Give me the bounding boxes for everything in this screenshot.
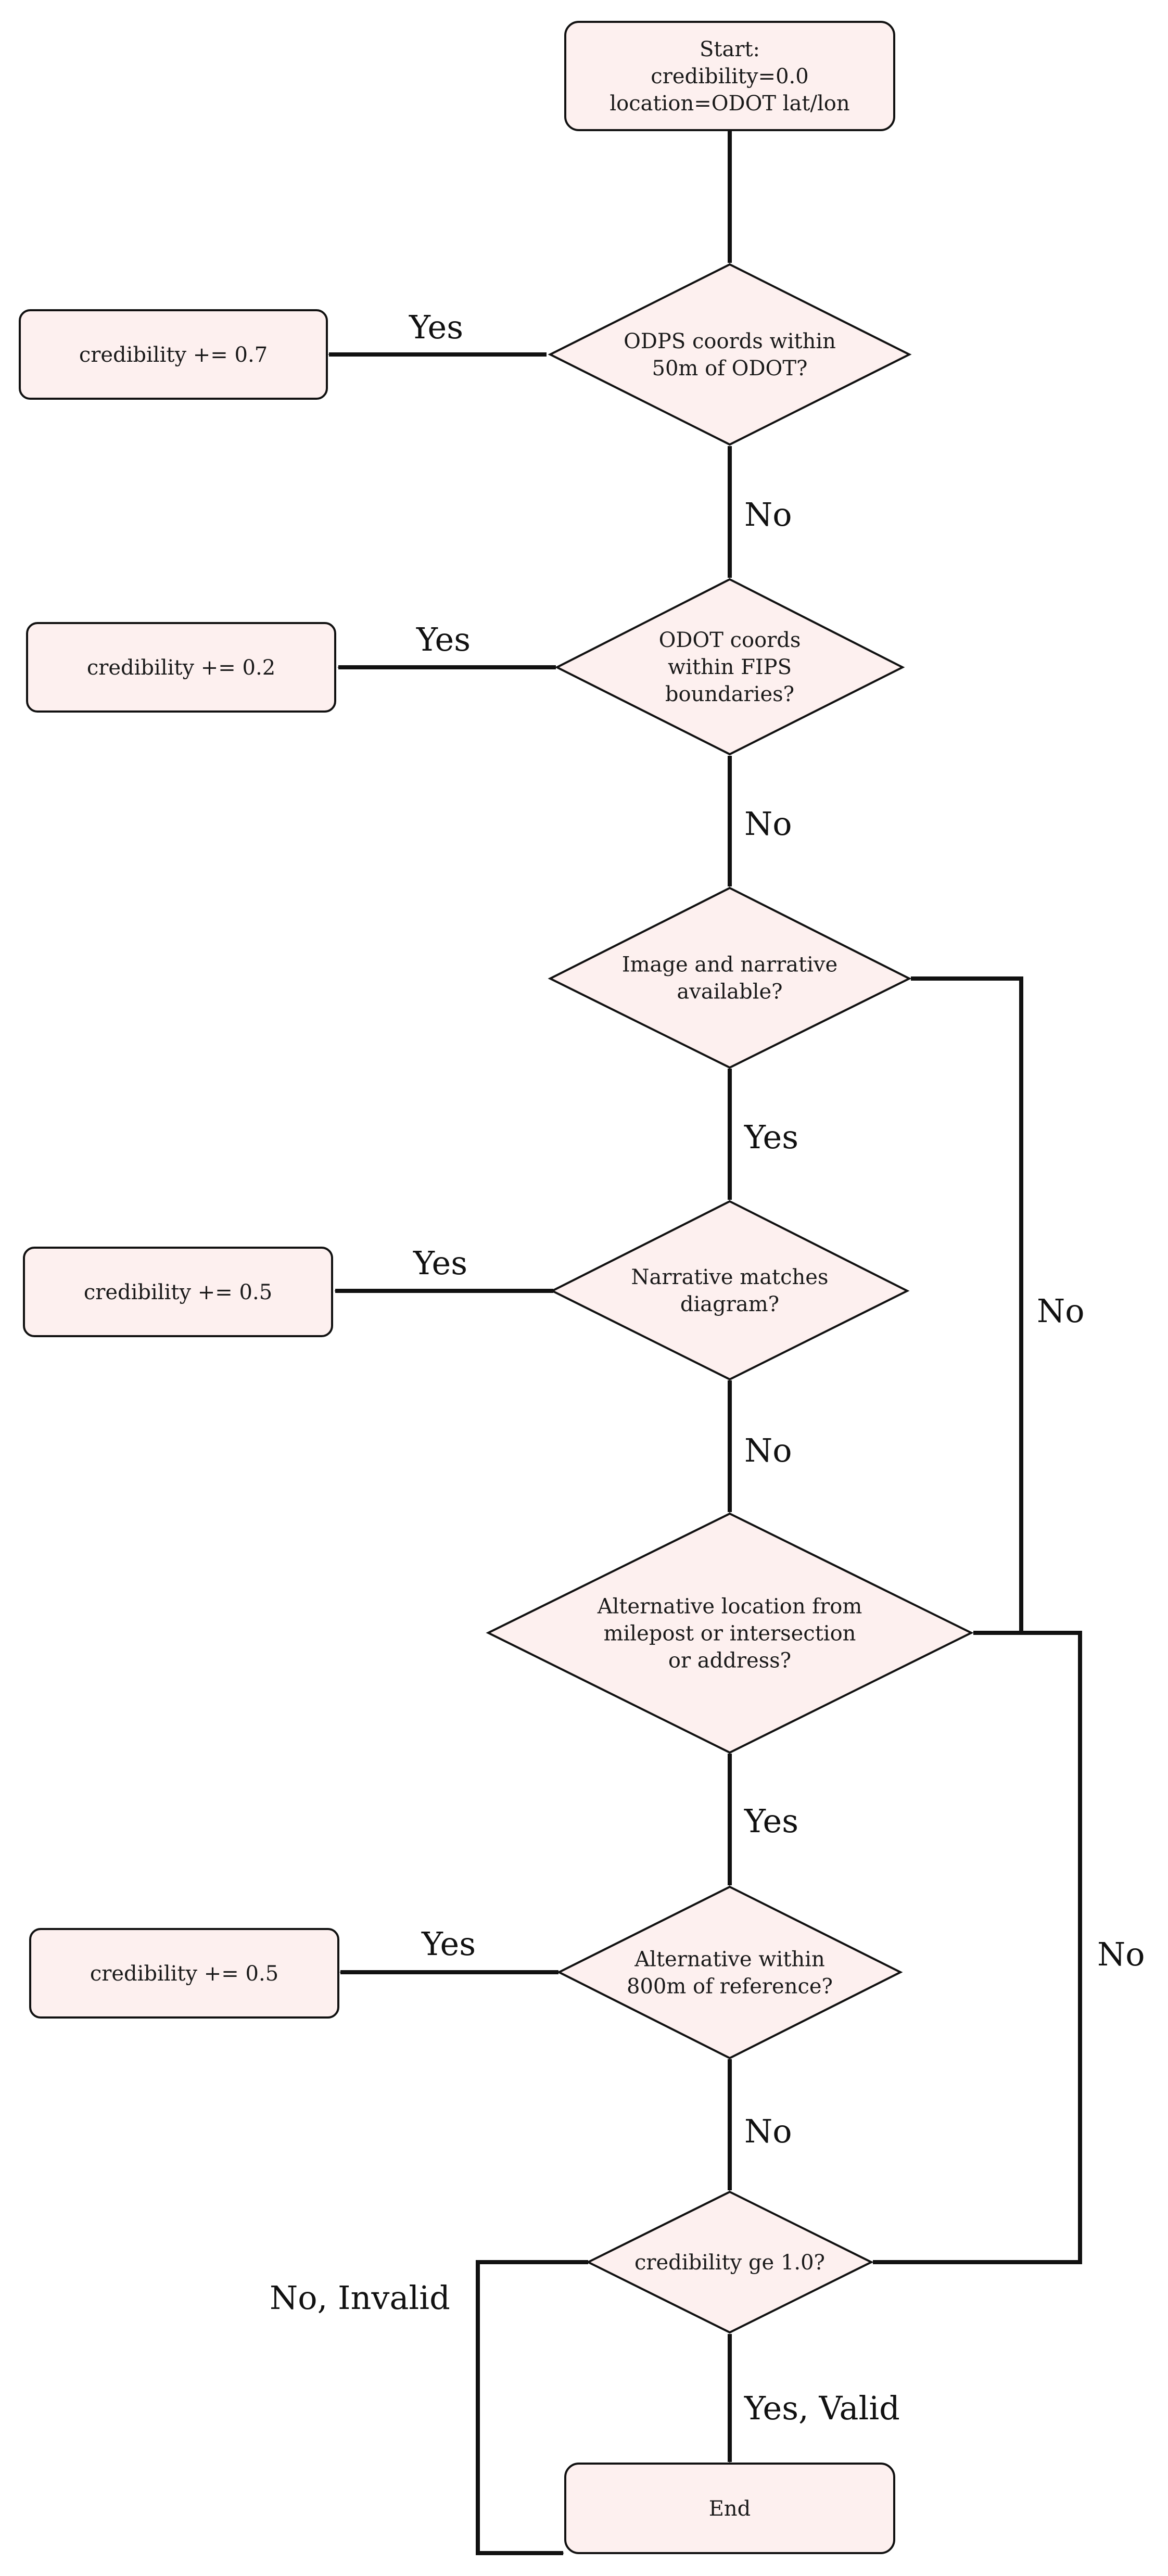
node-label-line: Alternative within: [634, 1948, 824, 1972]
node-label-line: End: [709, 2497, 751, 2521]
node-cred-05a: credibility += 0.5: [23, 1247, 333, 1337]
node-label: credibility += 0.7: [79, 343, 268, 367]
node-label-line: or address?: [668, 1649, 791, 1673]
node-label: Alternative within 800m of reference?: [627, 1948, 833, 1999]
node-alt-location: Alternative location from milepost or int…: [486, 1512, 974, 1754]
node-label: End: [709, 2497, 751, 2521]
node-cred-ge: credibility ge 1.0?: [586, 2190, 874, 2334]
node-label: credibility ge 1.0?: [634, 2251, 825, 2275]
edge-image-no-to-alt-location: [911, 976, 1023, 1635]
node-label-line: Image and narrative: [622, 953, 837, 977]
node-label-line: boundaries?: [665, 682, 794, 706]
node-label: credibility += 0.2: [87, 656, 275, 680]
node-start: Start: credibility=0.0 location=ODOT lat/l…: [564, 21, 895, 131]
label-alt-within-yes: Yes: [421, 1925, 476, 1963]
edges: [328, 131, 1082, 2555]
node-label-line: 50m of ODOT?: [652, 357, 808, 380]
node-label-line: 800m of reference?: [627, 1975, 833, 1999]
label-narrative-yes: Yes: [413, 1244, 467, 1282]
node-label-line: Narrative matches: [631, 1265, 828, 1289]
nodes: Start: credibility=0.0 location=ODOT lat/l…: [19, 21, 974, 2554]
node-end: End: [564, 2463, 895, 2554]
node-label: ODOT coords within FIPS boundaries?: [659, 628, 801, 706]
node-label-line: credibility += 0.5: [84, 1280, 272, 1304]
node-label: Start: credibility=0.0 location=ODOT lat/l…: [610, 37, 849, 116]
label-cred-no: No, Invalid: [270, 2279, 450, 2317]
label-image-no: No: [1037, 1292, 1085, 1330]
node-label: Narrative matches diagram?: [631, 1265, 828, 1316]
node-odps-check: ODPS coords within 50m of ODOT?: [548, 263, 912, 446]
label-image-yes: Yes: [744, 1118, 798, 1156]
node-label-line: location=ODOT lat/lon: [610, 92, 849, 116]
label-fips-no: No: [744, 805, 792, 843]
node-label: Alternative location from milepost or int…: [597, 1595, 862, 1673]
node-cred-02: credibility += 0.2: [26, 622, 336, 713]
label-cred-yes: Yes, Valid: [744, 2389, 900, 2427]
node-cred-05b: credibility += 0.5: [29, 1928, 339, 2019]
node-label-line: credibility += 0.2: [87, 656, 275, 680]
label-alt-location-no: No: [1097, 1935, 1145, 1973]
node-label-line: ODPS coords within: [624, 329, 836, 353]
label-odps-yes: Yes: [409, 308, 463, 346]
node-label-line: available?: [677, 980, 782, 1004]
node-label-line: Alternative location from: [597, 1595, 862, 1619]
node-label-line: milepost or intersection: [604, 1622, 856, 1646]
node-label-line: ODOT coords: [659, 628, 801, 652]
node-label-line: diagram?: [680, 1292, 779, 1316]
node-label: credibility += 0.5: [90, 1962, 278, 1986]
node-label: Image and narrative available?: [622, 953, 837, 1004]
label-narrative-no: No: [744, 1431, 792, 1469]
node-label-line: credibility += 0.7: [79, 343, 268, 367]
node-label-line: Start:: [700, 37, 760, 61]
node-label: ODPS coords within 50m of ODOT?: [624, 329, 836, 380]
node-fips-check: ODOT coords within FIPS boundaries?: [554, 578, 905, 756]
node-label: credibility += 0.5: [84, 1280, 272, 1304]
node-image-check: Image and narrative available?: [548, 886, 912, 1069]
edge-alt-location-no-to-cred-ge: [872, 1631, 1082, 2264]
edge-labels: Yes No Yes No Yes No Yes No Yes No Yes N…: [270, 308, 1145, 2427]
node-label-line: credibility += 0.5: [90, 1962, 278, 1986]
node-label-line: credibility ge 1.0?: [634, 2251, 825, 2275]
edge-cred-no-to-end: [476, 2260, 588, 2555]
label-alt-within-no: No: [744, 2112, 792, 2150]
node-alt-within: Alternative within 800m of reference?: [556, 1885, 903, 2060]
label-fips-yes: Yes: [416, 620, 471, 658]
node-narrative-check: Narrative matches diagram?: [550, 1200, 910, 1381]
node-label-line: within FIPS: [668, 655, 792, 679]
node-cred-07: credibility += 0.7: [19, 309, 328, 400]
label-alt-location-yes: Yes: [744, 1802, 798, 1840]
node-label-line: credibility=0.0: [651, 65, 808, 88]
label-odps-no: No: [744, 496, 792, 534]
